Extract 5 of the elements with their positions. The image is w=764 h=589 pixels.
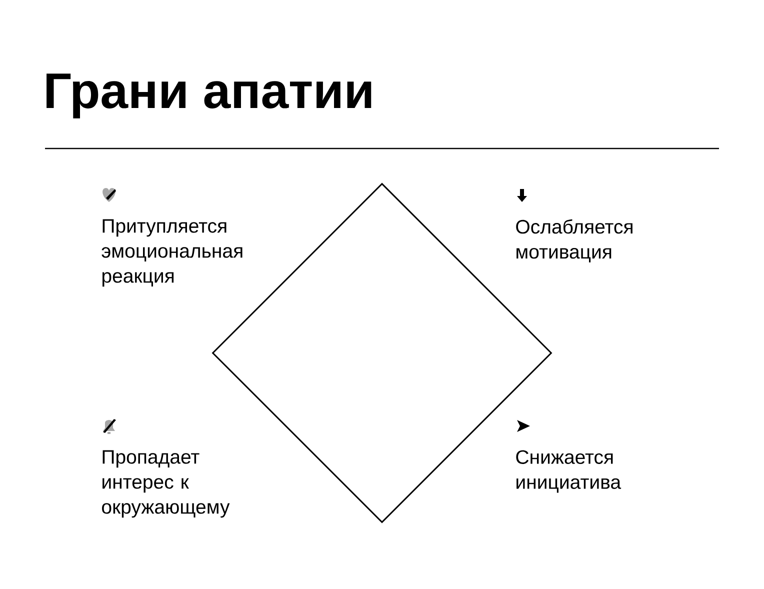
title: Грани апатии [46, 74, 372, 118]
label-text: Снижается инициатива [516, 450, 622, 493]
label-text: Пропадает интерес к окружающему [102, 450, 230, 518]
label-text: Ослабляется мотивация [516, 219, 632, 262]
label-text: Притупляется эмоциональная реакция [102, 219, 242, 287]
